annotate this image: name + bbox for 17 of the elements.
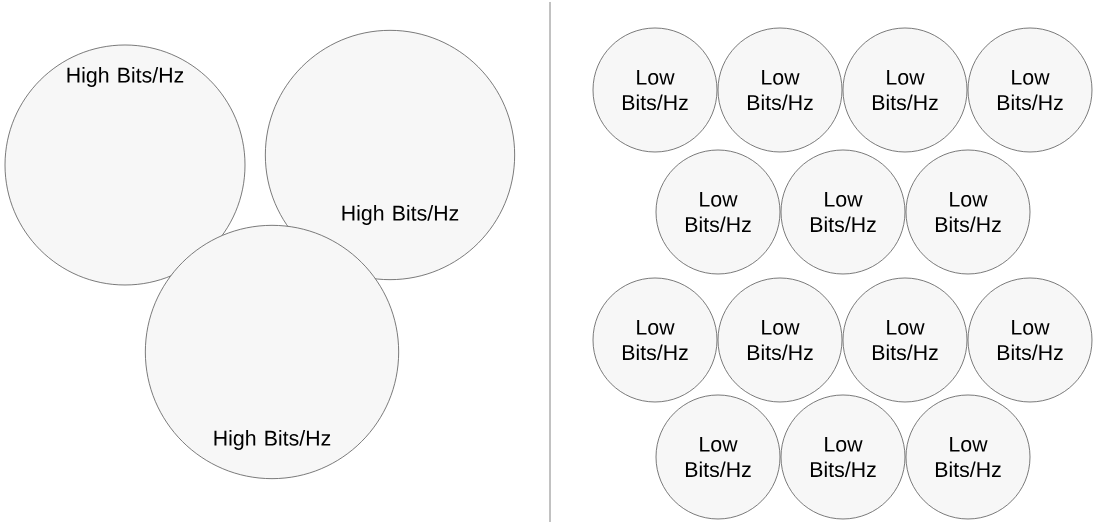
circle-label: Low Bits/Hz [623,319,688,361]
circle-label: High Bits/Hz [67,67,184,87]
circle-label: Low Bits/Hz [623,69,688,111]
circle-label: Low Bits/Hz [873,69,938,111]
circle-label: Low Bits/Hz [811,191,876,233]
circle-label: Low Bits/Hz [748,319,813,361]
circle-label: Low Bits/Hz [936,436,1001,478]
circle-label: Low Bits/Hz [811,436,876,478]
circle-label: Low Bits/Hz [936,191,1001,233]
circle-label: Low Bits/Hz [748,69,813,111]
circle-label: Low Bits/Hz [686,191,751,233]
circle-label: Low Bits/Hz [686,436,751,478]
circle-label: High Bits/Hz [214,430,331,450]
circle-label: High Bits/Hz [342,205,459,225]
circle-label: Low Bits/Hz [873,319,938,361]
circle-label: Low Bits/Hz [998,319,1063,361]
circle-label: Low Bits/Hz [998,69,1063,111]
